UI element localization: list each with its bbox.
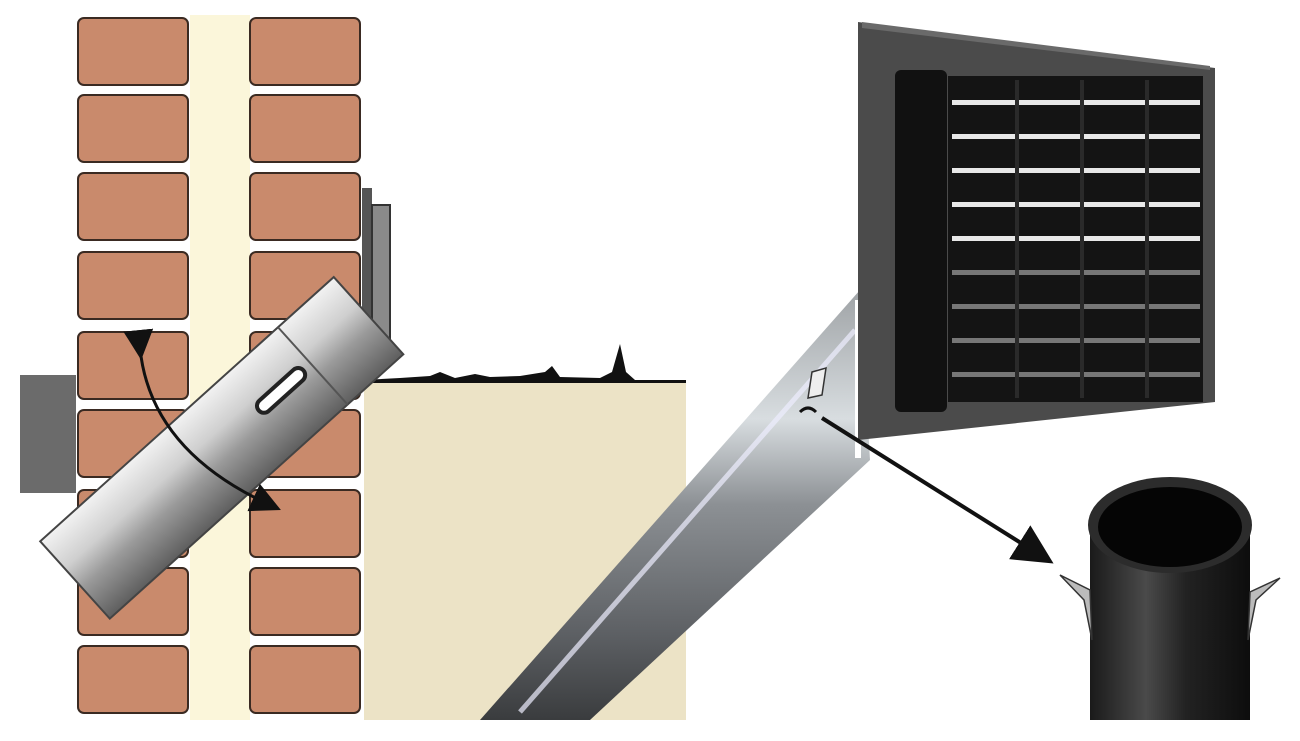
- pipe-clip: [807, 366, 827, 399]
- vent-grille: [858, 22, 1215, 440]
- louver-slat: [952, 134, 1200, 139]
- louver-slat: [952, 100, 1200, 105]
- pipe-clip-left: [1059, 574, 1093, 641]
- louver-slat: [952, 338, 1200, 343]
- louver-slat: [952, 304, 1200, 309]
- brick: [249, 567, 361, 636]
- curved-double-arrow-icon: [123, 328, 281, 512]
- louver-divider: [1080, 80, 1084, 398]
- arrow-right-down-icon: [820, 416, 1054, 564]
- louver-slat: [952, 202, 1200, 207]
- louver-divider: [1015, 80, 1019, 398]
- brick: [77, 251, 189, 320]
- brick: [249, 172, 361, 241]
- brick: [249, 17, 361, 86]
- brick: [249, 94, 361, 163]
- brick: [77, 172, 189, 241]
- pipe-clip-right: [1247, 577, 1281, 641]
- vent-flange: [362, 188, 372, 368]
- louver-slat: [952, 372, 1200, 377]
- louver-slat: [952, 168, 1200, 173]
- pipe-detail: [1059, 477, 1281, 720]
- ground-line: [364, 344, 686, 383]
- louver-slat: [952, 270, 1200, 275]
- brick: [249, 489, 361, 558]
- louver-divider: [1145, 80, 1149, 398]
- brick: [249, 645, 361, 714]
- brick: [77, 331, 189, 400]
- interior-wall-block: [20, 375, 76, 493]
- brick: [77, 17, 189, 86]
- brick: [77, 94, 189, 163]
- louver-slat: [952, 236, 1200, 241]
- brick: [77, 645, 189, 714]
